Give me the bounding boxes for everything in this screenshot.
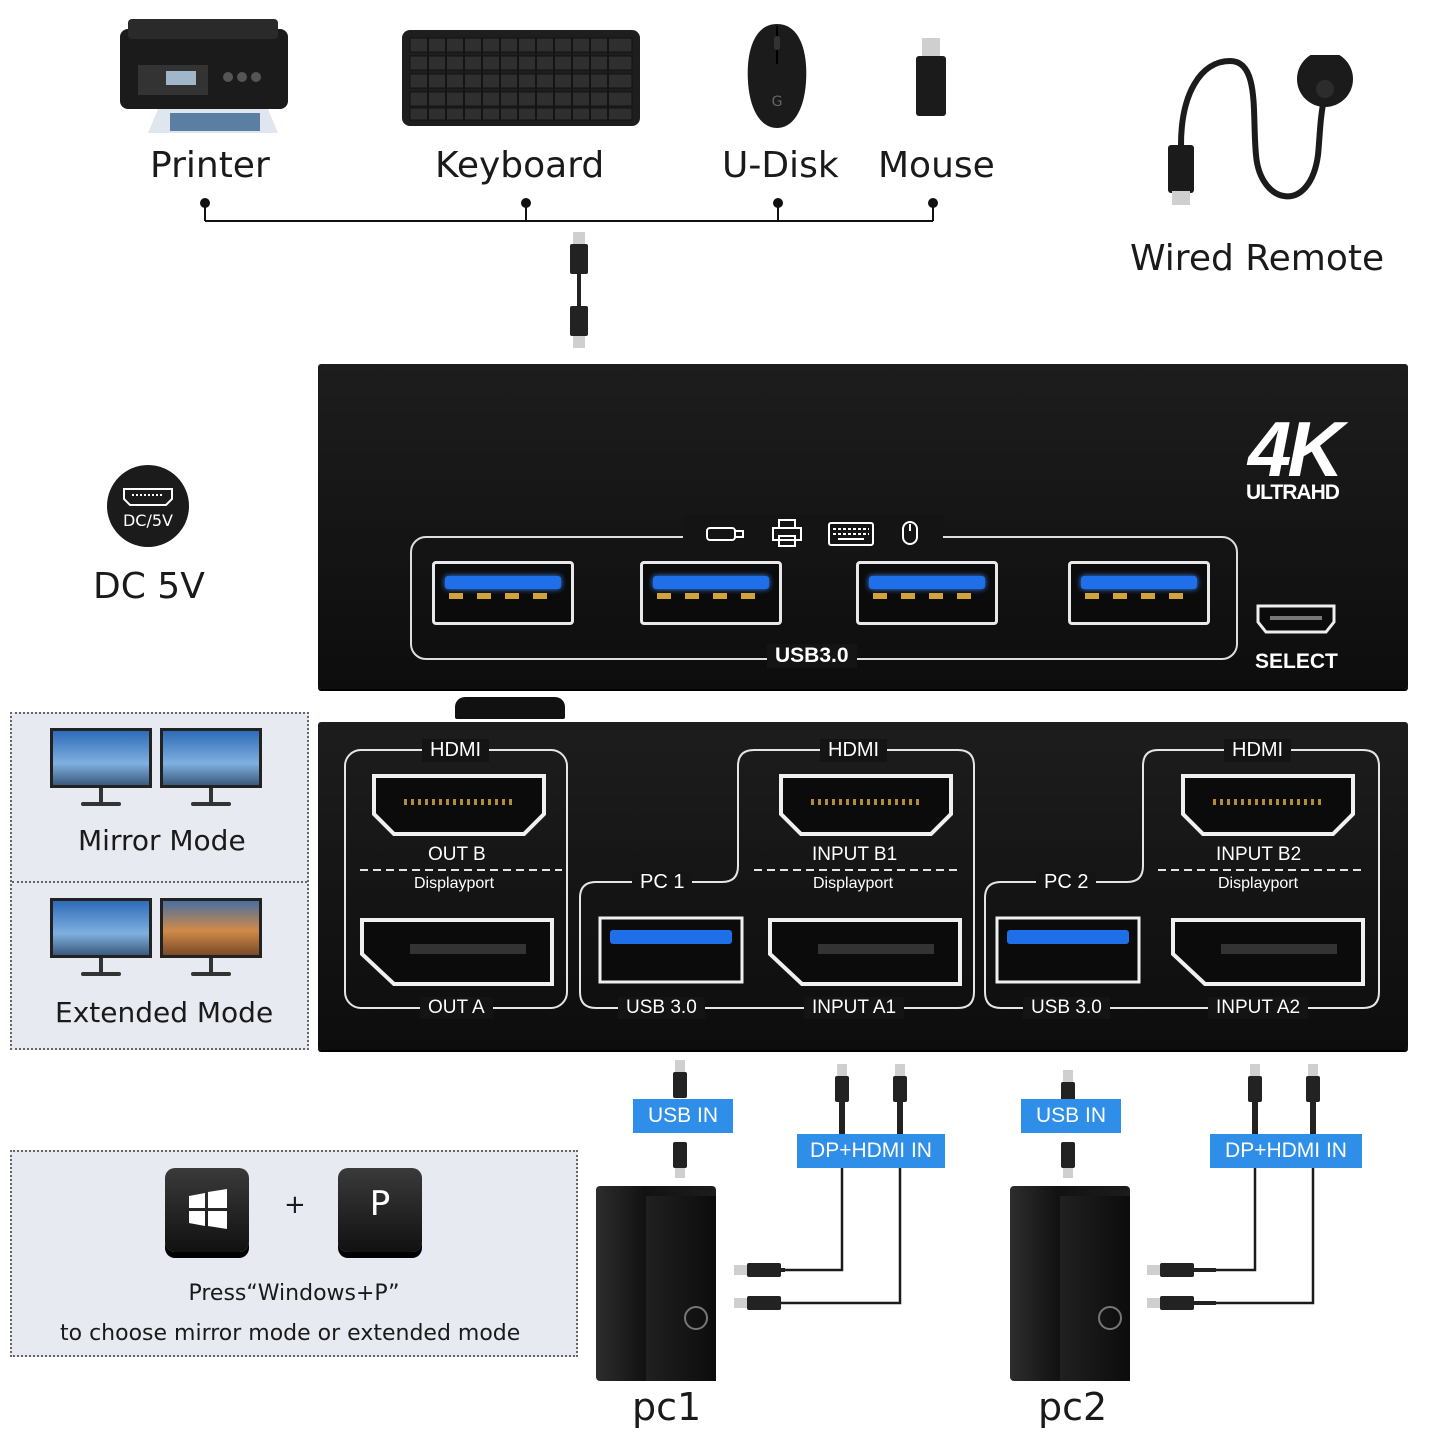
out-b-label: OUT B	[428, 844, 486, 865]
mirror-mode-label: Mirror Mode	[78, 824, 246, 857]
windows-logo-icon	[187, 1188, 229, 1235]
kvm-back-panel: HDMI OUT B Displayport OUT A PC 1 HDMI I…	[318, 722, 1408, 1050]
usb-icons-strip	[683, 514, 943, 554]
front-usb-port-4[interactable]	[1068, 561, 1210, 625]
p-key-label: P	[369, 1184, 391, 1224]
keyboard-icon	[828, 522, 874, 551]
usb-group-label: USB3.0	[767, 644, 857, 668]
wired-remote-image	[1160, 51, 1360, 210]
pc2-hdmi-header: HDMI	[1224, 739, 1292, 762]
kvm-front-panel: 4K ULTRAHD USB3.0 SELECT	[318, 364, 1408, 689]
front-usb-port-3[interactable]	[856, 561, 998, 625]
modes-divider	[12, 881, 307, 883]
keyboard-image	[402, 30, 640, 126]
badge-4k: 4K	[1248, 405, 1344, 493]
pc2-label: PC 2	[1036, 871, 1097, 894]
mouse-image: G	[744, 22, 810, 130]
wired-remote-label: Wired Remote	[1130, 238, 1385, 279]
dc-port-icon: DC/5V	[107, 465, 189, 547]
printer-label: Printer	[150, 145, 270, 186]
printer-image	[118, 15, 290, 135]
front-usb-port-1[interactable]	[432, 561, 574, 625]
pc1-tower	[596, 1186, 716, 1381]
out-a-label: OUT A	[420, 997, 493, 1019]
pc2-displayport-label: Displayport	[1218, 875, 1299, 892]
p-key[interactable]: P	[338, 1168, 422, 1252]
shortcut-line-2: to choose mirror mode or extended mode	[60, 1321, 521, 1346]
back-panel-frames	[344, 749, 1380, 1009]
pc2-input-b-label: INPUT B2	[1216, 844, 1302, 865]
pc2-label-bottom: pc2	[1038, 1385, 1108, 1429]
out-displayport-label: Displayport	[414, 875, 495, 892]
pc2-tower	[1010, 1186, 1130, 1381]
peripheral-connector-lines	[200, 198, 938, 222]
dc-port-text: DC/5V	[122, 511, 173, 530]
usb-in-tag-1: USB IN	[633, 1099, 733, 1133]
dp-hdmi-in-tag-2: DP+HDMI IN	[1210, 1134, 1362, 1168]
extended-monitors	[50, 898, 262, 978]
keyboard-label: Keyboard	[435, 145, 605, 186]
select-label: SELECT	[1255, 650, 1338, 673]
usb-cable-icon	[569, 232, 589, 350]
pc1-label-bottom: pc1	[632, 1385, 702, 1429]
dc-5v-label: DC 5V	[93, 566, 205, 607]
select-port[interactable]	[1256, 604, 1336, 636]
pc1-input-a-label: INPUT A1	[804, 997, 905, 1019]
mouse-label: Mouse	[878, 145, 995, 186]
pc1-displayport-label: Displayport	[813, 875, 894, 892]
usb-drive-icon	[705, 524, 747, 549]
pc2-input-a-label: INPUT A2	[1208, 997, 1309, 1019]
out-hdmi-header: HDMI	[422, 739, 490, 762]
shortcut-line-1: Press“Windows+P”	[188, 1281, 400, 1306]
usb-in-tag-2: USB IN	[1021, 1099, 1121, 1133]
pc1-usb-label: USB 3.0	[618, 997, 705, 1019]
plus-sign: +	[284, 1190, 306, 1220]
mirror-monitors	[50, 728, 262, 808]
pc1-input-b-label: INPUT B1	[812, 844, 898, 865]
pc-connection-cables	[673, 1060, 1320, 1310]
dp-hdmi-in-tag-1: DP+HDMI IN	[797, 1134, 945, 1168]
windows-key[interactable]	[165, 1168, 249, 1252]
pc1-hdmi-header: HDMI	[820, 739, 888, 762]
mouse-icon	[901, 520, 919, 551]
pc2-usb-label: USB 3.0	[1023, 997, 1110, 1019]
svg-text:G: G	[772, 94, 783, 110]
top-knob	[455, 697, 565, 719]
extended-mode-label: Extended Mode	[55, 996, 274, 1029]
pc1-label: PC 1	[632, 871, 693, 894]
hp-logo-icon	[1098, 1306, 1122, 1330]
printer-icon	[771, 518, 803, 553]
shortcut-box	[10, 1150, 578, 1357]
hp-logo-icon	[684, 1306, 708, 1330]
udisk-label: U-Disk	[722, 145, 839, 186]
badge-ultrahd: ULTRAHD	[1246, 481, 1340, 504]
usb-dongle-image	[916, 38, 946, 116]
front-usb-port-2[interactable]	[640, 561, 782, 625]
